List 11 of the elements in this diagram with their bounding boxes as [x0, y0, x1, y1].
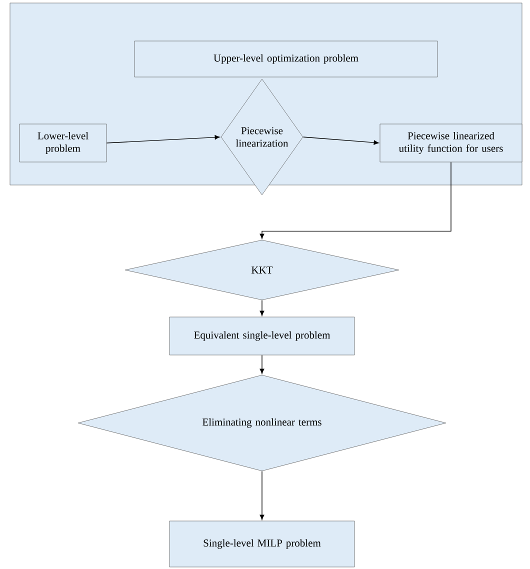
- process-box: Lower-level problem: [19, 124, 107, 162]
- process-box: Equivalent single-level problem: [169, 316, 355, 356]
- arrow: [260, 354, 264, 374]
- arrow: [106, 135, 220, 144]
- arrow: [260, 470, 264, 520]
- process-box: Upper-level optimization problem: [134, 40, 438, 78]
- arrow: [260, 300, 264, 316]
- process-box: Single-level MILP problem: [169, 520, 355, 568]
- process-box: Piecewise linearized utility function for users: [380, 124, 522, 162]
- arrow: [260, 162, 452, 239]
- arrow: [302, 136, 379, 145]
